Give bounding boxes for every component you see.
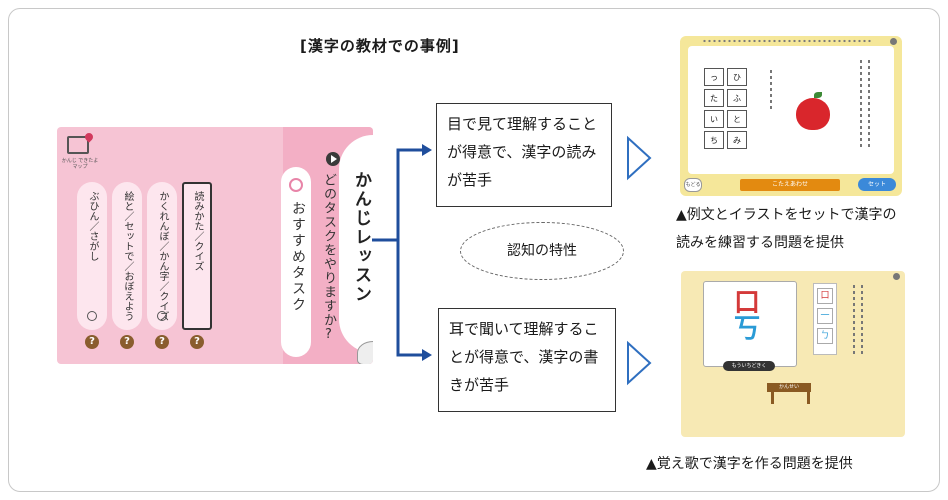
kana-cell[interactable]: い (704, 110, 724, 128)
cognitive-trait-oval: 認知の特性 (460, 222, 624, 280)
instruction-text-lines (860, 60, 862, 150)
figure-title: [漢字の教材での事例] (300, 37, 460, 55)
map-icon[interactable] (67, 136, 89, 154)
complete-button[interactable]: かんせい (767, 383, 811, 392)
task-parts-search[interactable] (77, 182, 107, 330)
song-kanji-screen: 口 丂 もういちどきく 口 一 ㄅ かんせい (681, 271, 905, 437)
task-label: 絵と／セットで／おぼえよう (122, 191, 133, 321)
instruction-text-lines (868, 60, 870, 150)
task-label: ぶひん／さがし (87, 191, 98, 261)
kanji-top-part: 口 (734, 288, 761, 318)
arrowhead-visual (422, 144, 432, 156)
kana-cell[interactable]: ひ (727, 68, 747, 86)
progress-dots (702, 39, 872, 43)
recommended-pill (281, 167, 311, 357)
task-hide-seek[interactable] (147, 182, 177, 330)
task-reading-quiz[interactable] (182, 182, 212, 330)
kana-cell[interactable]: ち (704, 131, 724, 149)
help-button[interactable]: ? (190, 335, 204, 349)
question-card: っ ひ た ふ い と ち み (688, 46, 894, 174)
triangle-pointer-top (627, 135, 652, 181)
help-button[interactable]: ? (120, 335, 134, 349)
table-leg (771, 392, 774, 404)
close-icon[interactable] (890, 38, 897, 45)
help-button[interactable]: ? (155, 335, 169, 349)
kana-cell[interactable]: み (727, 131, 747, 149)
play-icon[interactable] (326, 152, 340, 166)
task-status-icon (87, 311, 97, 321)
help-button[interactable]: ? (85, 335, 99, 349)
apple-illustration (796, 98, 830, 130)
kana-cell[interactable]: と (727, 110, 747, 128)
recommended-icon (289, 178, 303, 192)
caption-top-line2: 読みを練習する問題を提供 (676, 235, 844, 251)
map-label: かんじ できたよマップ (61, 158, 99, 170)
part-tile[interactable]: 口 (817, 288, 833, 304)
table-leg (807, 392, 810, 404)
back-button[interactable]: もどる (684, 178, 702, 192)
arrow-to-auditory (396, 240, 422, 357)
recommended-label: おすすめタスク (290, 201, 306, 313)
visual-learner-box: 目で見て理解することが得意で、漢字の読みが苦手 (436, 103, 612, 207)
kana-grid: っ ひ た ふ い と ち み (704, 68, 747, 149)
kana-cell[interactable]: っ (704, 68, 724, 86)
caption-bottom: ▲覚え歌で漢字を作る問題を提供 (646, 456, 853, 472)
character-card: 口 丂 (703, 281, 797, 367)
arrowhead-auditory (422, 349, 432, 361)
caption-top-line1: ▲例文とイラストをセットで漢字の (676, 207, 897, 223)
reading-quiz-screen: っ ひ た ふ い と ち み もどる こたえあわせ セット (680, 36, 902, 196)
lesson-title: かんじレッスン (351, 171, 371, 304)
task-status-icon (157, 311, 167, 321)
check-answer-button[interactable]: こたえあわせ (740, 179, 840, 191)
kanji-bottom-part: 丂 (734, 314, 761, 344)
kanji-lesson-screen: かんじ できたよマップ かんじレッスン どのタスクをやりますか? おすすめタスク… (57, 127, 373, 364)
kana-cell[interactable]: ふ (727, 89, 747, 107)
example-sentence-lines (770, 70, 772, 110)
set-button[interactable]: セット (858, 178, 896, 191)
triangle-pointer-bottom (627, 340, 652, 386)
apple-leaf-icon (814, 92, 822, 98)
mascot-icon (357, 341, 373, 364)
kana-cell[interactable]: た (704, 89, 724, 107)
lyrics-text-lines (861, 285, 863, 355)
lesson-title-cloud (339, 135, 373, 353)
part-tile[interactable]: ㄅ (817, 328, 833, 344)
task-picture-set[interactable] (112, 182, 142, 330)
parts-column: 口 一 ㄅ (813, 283, 837, 355)
close-icon[interactable] (893, 273, 900, 280)
task-label: 読みかた／クイズ (192, 191, 203, 271)
auditory-learner-box: 耳で聞いて理解することが得意で、漢字の書きが苦手 (438, 308, 616, 412)
replay-button[interactable]: もういちどきく (723, 361, 775, 371)
lyrics-text-lines (853, 285, 855, 355)
lesson-question: どのタスクをやりますか? (321, 173, 336, 343)
part-tile[interactable]: 一 (817, 308, 833, 324)
kanji-character: 口 丂 (734, 290, 760, 342)
arrow-to-visual (372, 148, 422, 242)
task-label: かくれんぼ／かん字／クイズ (157, 191, 168, 321)
